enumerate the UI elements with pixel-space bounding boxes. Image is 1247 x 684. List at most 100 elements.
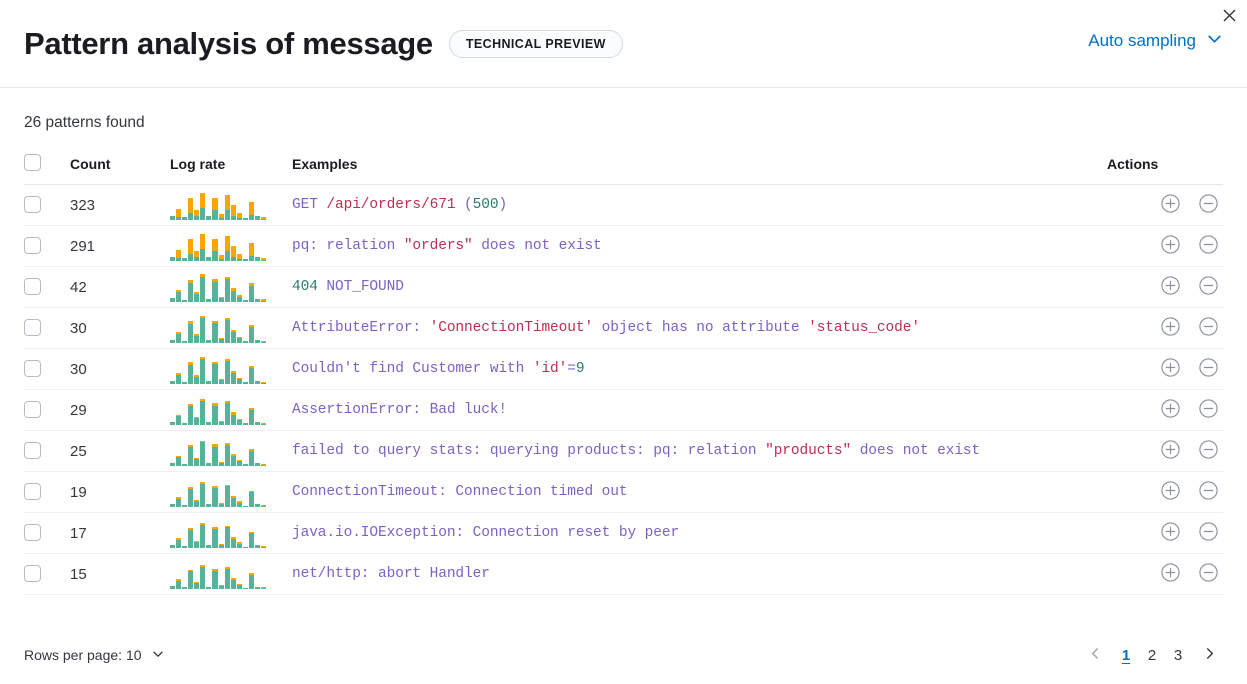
filter-out-value-button[interactable] xyxy=(1193,231,1223,261)
example-token: 500 xyxy=(472,197,499,213)
column-header-count[interactable]: Count xyxy=(70,154,170,185)
header-controls: Auto sampling xyxy=(1088,30,1223,52)
sparkline-bar-segment-top xyxy=(176,538,182,540)
example-token: ConnectionTimeout: Connection timed out xyxy=(292,484,628,500)
sparkline-bar xyxy=(170,477,176,507)
sparkline-bar-segment-top xyxy=(194,416,200,419)
sparkline-bar xyxy=(230,559,236,589)
sparkline-bar xyxy=(188,231,194,261)
filter-for-value-button[interactable] xyxy=(1155,190,1185,220)
sparkline-bar-segment-base xyxy=(242,505,248,507)
row-checkbox[interactable] xyxy=(24,483,41,501)
filter-for-value-button[interactable] xyxy=(1155,395,1185,425)
close-button[interactable] xyxy=(1216,4,1242,30)
sparkline-bar-segment-top xyxy=(212,403,218,406)
sparkline-bar-segment-top xyxy=(194,375,200,377)
sparkline-bar xyxy=(236,436,242,466)
sparkline-bar xyxy=(188,190,194,220)
filter-out-value-button[interactable] xyxy=(1193,354,1223,384)
sparkline-bar xyxy=(188,354,194,384)
sparkline-bar xyxy=(206,313,212,343)
row-checkbox[interactable] xyxy=(24,196,41,214)
filter-out-value-button[interactable] xyxy=(1193,272,1223,302)
sparkline-bar-segment-base xyxy=(218,545,224,548)
pagination-page-3[interactable]: 3 xyxy=(1165,641,1191,669)
filter-out-value-button[interactable] xyxy=(1193,313,1223,343)
sparkline-bar-segment-base xyxy=(170,586,176,589)
row-checkbox[interactable] xyxy=(24,524,41,542)
sparkline-bar xyxy=(188,313,194,343)
sparkline-bar-segment-top xyxy=(176,290,182,293)
row-count: 17 xyxy=(70,512,170,554)
filter-out-value-button[interactable] xyxy=(1193,518,1223,548)
page-title: Pattern analysis of message xyxy=(24,25,433,61)
sparkline-bar xyxy=(194,518,200,548)
row-checkbox[interactable] xyxy=(24,237,41,255)
sparkline-bar-segment-base xyxy=(230,290,236,302)
sparkline-bar xyxy=(248,354,254,384)
filter-out-value-button[interactable] xyxy=(1193,559,1223,589)
row-checkbox[interactable] xyxy=(24,278,41,296)
sparkline-bar-segment-base xyxy=(248,326,254,343)
filter-for-value-button[interactable] xyxy=(1155,313,1185,343)
filter-for-value-button[interactable] xyxy=(1155,559,1185,589)
sparkline-bar-segment-top xyxy=(224,525,230,527)
sparkline-bar xyxy=(236,272,242,302)
pagination-page-1[interactable]: 1 xyxy=(1113,641,1139,669)
filter-out-value-button[interactable] xyxy=(1193,477,1223,507)
sparkline-bar xyxy=(260,518,266,548)
sparkline-bar xyxy=(254,395,260,425)
row-checkbox[interactable] xyxy=(24,319,41,337)
filter-for-value-button[interactable] xyxy=(1155,354,1185,384)
sparkline-bar-segment-base xyxy=(200,400,206,425)
filter-out-value-button[interactable] xyxy=(1193,436,1223,466)
auto-sampling-dropdown[interactable]: Auto sampling xyxy=(1088,30,1223,52)
sparkline-bar-segment-base xyxy=(188,488,194,507)
sparkline-bar-segment-base xyxy=(188,254,194,261)
row-checkbox[interactable] xyxy=(24,565,41,583)
sparkline-bar xyxy=(260,354,266,384)
pagination-page-2[interactable]: 2 xyxy=(1139,641,1165,669)
filter-for-value-button[interactable] xyxy=(1155,272,1185,302)
filter-for-value-button[interactable] xyxy=(1155,477,1185,507)
sparkline-bar-segment-top xyxy=(218,585,224,587)
sparkline-bar xyxy=(212,313,218,343)
sparkline-bar-segment-top xyxy=(260,505,266,506)
filter-out-value-button[interactable] xyxy=(1193,190,1223,220)
sparkline-bar xyxy=(176,477,182,507)
pagination-previous-button[interactable] xyxy=(1081,641,1109,669)
row-checkbox[interactable] xyxy=(24,360,41,378)
row-checkbox[interactable] xyxy=(24,442,41,460)
column-header-log-rate[interactable]: Log rate xyxy=(170,154,292,185)
sparkline-bar-segment-top xyxy=(230,495,236,498)
pagination-next-button[interactable] xyxy=(1195,641,1223,669)
example-token: does not exist xyxy=(472,238,602,254)
select-all-checkbox[interactable] xyxy=(24,154,41,171)
row-checkbox[interactable] xyxy=(24,401,41,419)
sparkline-bar-segment-top xyxy=(176,249,182,258)
filter-for-value-button[interactable] xyxy=(1155,231,1185,261)
rows-per-page-selector[interactable]: Rows per page: 10 xyxy=(24,647,165,664)
filter-out-value-button[interactable] xyxy=(1193,395,1223,425)
sparkline-bar-segment-base xyxy=(176,258,182,261)
sparkline-bar-segment-top xyxy=(176,414,182,417)
sparkline-bar xyxy=(224,518,230,548)
row-example-cell: failed to query stats: querying products… xyxy=(292,430,1107,472)
column-header-examples[interactable]: Examples xyxy=(292,154,1107,185)
sparkline-bar-segment-top xyxy=(236,212,242,218)
filter-for-value-button[interactable] xyxy=(1155,436,1185,466)
minus-in-circle-icon xyxy=(1198,563,1219,586)
filter-for-value-button[interactable] xyxy=(1155,518,1185,548)
